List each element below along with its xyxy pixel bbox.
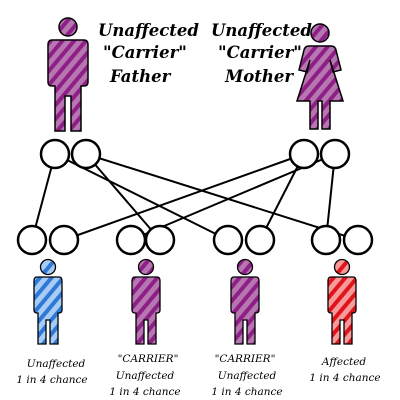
child-figure-icon (131, 258, 161, 345)
parent-allele-circle (70, 138, 102, 170)
child-allele-circle (342, 224, 374, 256)
child-4-label-line-1: Affected (321, 356, 367, 368)
child-2-label-line-1: "CARRIER" (118, 353, 179, 365)
child-allele-circle (212, 224, 244, 256)
mother-label-line-1: Unaffected (211, 21, 312, 40)
child-3-label-line-3: 1 in 4 chance (211, 386, 282, 398)
offspring-row: Unaffected 1 in 4 chance "CARRIER" Unaff… (16, 258, 381, 398)
allele-link-line (85, 153, 359, 241)
child-figure-icon (327, 258, 357, 345)
child-4: Affected 1 in 4 chance (309, 258, 381, 384)
child-allele-circle (244, 224, 276, 256)
female-figure-icon (295, 23, 345, 130)
father-label-line-1: Unaffected (98, 21, 199, 40)
allele-link-line (63, 153, 305, 241)
child-figure-icon (230, 258, 260, 345)
parent-allele-circle (319, 138, 351, 170)
male-figure-icon (47, 17, 89, 132)
child-1-label-line-1: Unaffected (27, 358, 86, 370)
parent-allele-circle (39, 138, 71, 170)
father-figure: Unaffected "Carrier" Father (47, 17, 199, 132)
child-1-label-line-2: 1 in 4 chance (16, 374, 87, 386)
mother-figure: Unaffected "Carrier" Mother (211, 21, 345, 130)
child-4-label-line-2: 1 in 4 chance (309, 372, 380, 384)
child-2-label-line-2: Unaffected (116, 370, 175, 382)
child-3-label-line-1: "CARRIER" (215, 353, 276, 365)
mother-label-line-2: "Carrier" (218, 43, 302, 62)
child-allele-circle (48, 224, 80, 256)
child-allele-circle (310, 224, 342, 256)
child-allele-circle (115, 224, 147, 256)
child-3-label-line-2: Unaffected (218, 370, 277, 382)
child-allele-circle (16, 224, 48, 256)
father-label-line-2: "Carrier" (103, 43, 187, 62)
child-3: "CARRIER" Unaffected 1 in 4 chance (211, 258, 283, 398)
child-allele-circle (144, 224, 176, 256)
child-2: "CARRIER" Unaffected 1 in 4 chance (109, 258, 181, 398)
father-label-line-3: Father (109, 67, 172, 86)
mother-label-line-3: Mother (224, 67, 294, 86)
allele-link-line (85, 153, 161, 241)
parent-allele-circle (288, 138, 320, 170)
child-figure-icon (33, 258, 63, 345)
allele-link-line (259, 153, 305, 241)
child-2-label-line-3: 1 in 4 chance (109, 386, 180, 398)
child-1: Unaffected 1 in 4 chance (16, 258, 88, 386)
allele-circles (16, 138, 374, 256)
